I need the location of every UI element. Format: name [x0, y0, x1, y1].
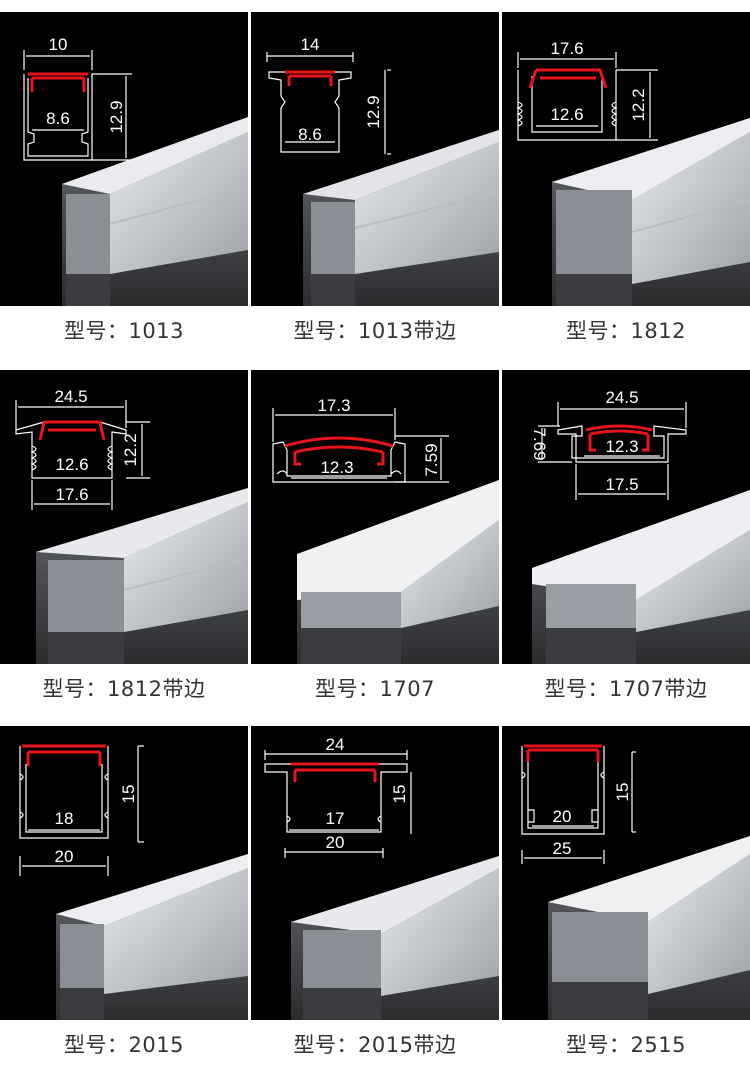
model-caption: 型号：2015 — [64, 1033, 184, 1057]
dim-height: 7.69 — [530, 427, 549, 460]
product-card-1707-flange: 24.5 12.3 7.69 17.5 型号：1707带边 — [502, 358, 750, 718]
dim-inner-width: 12.6 — [55, 455, 88, 474]
dim-inner-width: 12.3 — [320, 458, 353, 477]
model-caption: 型号：1707带边 — [544, 677, 708, 701]
dim-height: 15 — [390, 785, 409, 804]
profile-drawing-2015-flange: 24 17 15 20 — [264, 735, 499, 1020]
dim-height: 15 — [613, 783, 632, 802]
dim-inner-width: 12.3 — [605, 437, 638, 456]
dim-width-bottom: 20 — [55, 847, 74, 866]
product-card-2515: 20 15 25 型号：2515 — [502, 714, 750, 1074]
model-caption: 型号：1013带边 — [293, 319, 457, 343]
profile-drawing-1812: 17.6 12.6 12.2 — [516, 39, 750, 306]
model-caption: 型号：1812带边 — [42, 677, 206, 701]
dim-width-top: 14 — [301, 35, 320, 54]
profile-drawing-2015: 18 15 20 — [19, 744, 248, 1020]
dim-height: 7.59 — [422, 443, 441, 476]
product-card-1707: 17.3 12.3 7.59 型号：1707 — [251, 358, 499, 718]
model-caption: 型号：1707 — [315, 677, 435, 701]
dim-width-bottom: 17.6 — [55, 485, 88, 504]
dim-inner-width: 8.6 — [298, 125, 322, 144]
model-caption: 型号：2015带边 — [293, 1033, 457, 1057]
dim-width-bottom: 25 — [553, 839, 572, 858]
product-card-1013-flange: 14 8.6 12.9 型号：1013带边 — [251, 0, 499, 360]
dim-width-bottom: 17.5 — [605, 475, 638, 494]
dim-inner-width: 8.6 — [46, 109, 70, 128]
product-image-2015: 18 15 20 — [0, 726, 248, 1020]
dim-width-top: 17.3 — [317, 396, 350, 415]
dim-width-top: 24.5 — [54, 387, 87, 406]
product-image-2515: 20 15 25 — [502, 726, 750, 1020]
dim-height: 12.2 — [629, 88, 648, 121]
dim-width-top: 24.5 — [605, 388, 638, 407]
profile-drawing-1707-flange: 24.5 12.3 7.69 17.5 — [530, 388, 750, 664]
dim-inner-width: 20 — [553, 807, 572, 826]
profile-drawing-2515: 20 15 25 — [521, 744, 750, 1020]
product-card-1013: 10 8.6 12.9 型号：1013 — [0, 0, 248, 360]
product-card-1812: 17.6 12.6 12.2 型号：1812 — [502, 0, 750, 360]
product-image-2015-flange: 24 17 15 20 — [251, 726, 499, 1020]
dim-inner-width: 18 — [55, 809, 74, 828]
model-caption: 型号：2515 — [566, 1033, 686, 1057]
model-caption: 型号：1812 — [566, 319, 686, 343]
dim-height: 12.9 — [364, 95, 383, 128]
product-card-2015: 18 15 20 型号：2015 — [0, 714, 248, 1074]
product-image-1013: 10 8.6 12.9 — [0, 12, 248, 306]
dim-height: 12.2 — [121, 433, 140, 466]
product-image-1707-flange: 24.5 12.3 7.69 17.5 — [502, 370, 750, 664]
product-image-1013-flange: 14 8.6 12.9 — [251, 12, 499, 306]
dim-width-top: 17.6 — [550, 39, 583, 58]
product-image-1707: 17.3 12.3 7.59 — [251, 370, 499, 664]
profile-drawing-1013-flange: 14 8.6 12.9 — [266, 35, 499, 306]
dim-width-bottom: 20 — [326, 833, 345, 852]
product-image-1812: 17.6 12.6 12.2 — [502, 12, 750, 306]
profile-drawing-1013: 10 8.6 12.9 — [23, 35, 248, 306]
dim-height: 12.9 — [107, 100, 126, 133]
dim-width-top: 24 — [326, 735, 345, 754]
dim-inner-width: 12.6 — [550, 105, 583, 124]
profile-drawing-1707: 17.3 12.3 7.59 — [272, 396, 499, 664]
dim-height: 15 — [119, 785, 138, 804]
dim-inner-width: 17 — [326, 809, 345, 828]
product-card-2015-flange: 24 17 15 20 型号：2015带边 — [251, 714, 499, 1074]
profile-drawing-1812-flange: 24.5 12.6 12.2 17.6 — [15, 387, 248, 664]
model-caption: 型号：1013 — [64, 319, 184, 343]
product-card-1812-flange: 24.5 12.6 12.2 17.6 型号：1812带边 — [0, 358, 248, 718]
dim-width-top: 10 — [49, 35, 68, 54]
product-image-1812-flange: 24.5 12.6 12.2 17.6 — [0, 370, 248, 664]
